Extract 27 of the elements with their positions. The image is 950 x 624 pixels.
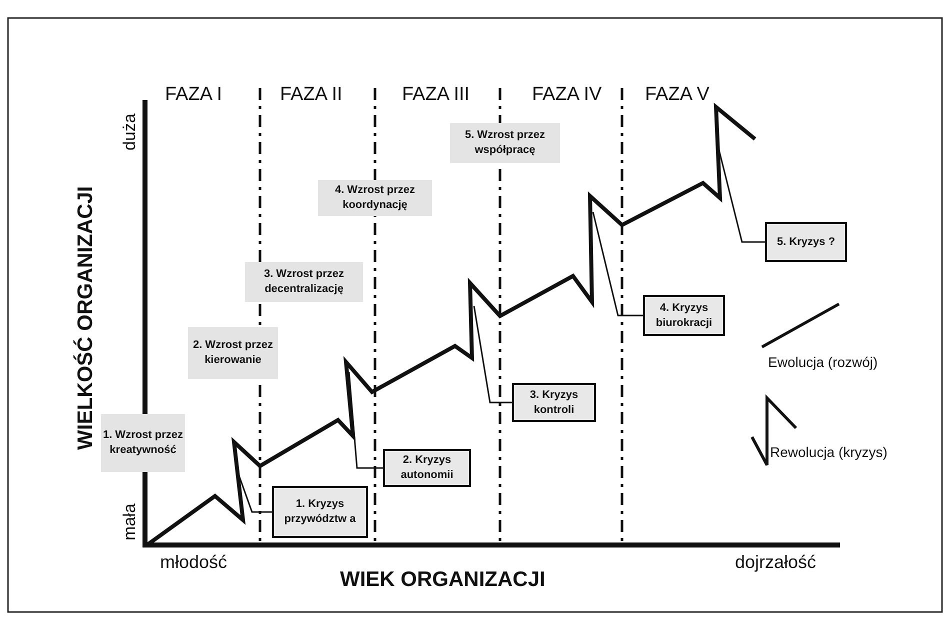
leader-line bbox=[592, 212, 643, 316]
axis-value: dojrzałość bbox=[735, 552, 816, 573]
axis-title: WIELKOŚĆ ORGANIZACJI bbox=[74, 186, 98, 450]
crisis-box: 5. Kryzys ? bbox=[765, 222, 847, 262]
crisis-box: 3. Kryzys kontroli bbox=[512, 383, 596, 422]
legend-label: Rewolucja (kryzys) bbox=[770, 444, 888, 460]
axis-value: mała bbox=[120, 504, 140, 540]
leader-line bbox=[718, 150, 765, 243]
stage-label: 5. Wzrost przez współpracę bbox=[450, 123, 560, 163]
phase-label: FAZA IV bbox=[532, 84, 602, 106]
phase-label: FAZA III bbox=[402, 84, 470, 106]
crisis-box: 4. Kryzys biurokracji bbox=[643, 295, 725, 336]
stage-label: 1. Wzrost przez kreatywność bbox=[101, 414, 185, 472]
stage-label: 3. Wzrost przez decentralizację bbox=[245, 262, 363, 302]
phase-label: FAZA I bbox=[165, 84, 222, 106]
phase-label: FAZA V bbox=[645, 84, 710, 106]
crisis-box: 1. Kryzys przywództw a bbox=[272, 486, 368, 538]
leader-line bbox=[348, 372, 383, 469]
legend-label: Ewolucja (rozwój) bbox=[768, 354, 878, 370]
axis-title: WIEK ORGANIZACJI bbox=[340, 568, 546, 592]
stage-label: 2. Wzrost przez kierowanie bbox=[188, 327, 278, 379]
axis-value: młodość bbox=[160, 552, 228, 573]
phase-label: FAZA II bbox=[280, 84, 342, 106]
crisis-box: 2. Kryzys autonomii bbox=[383, 449, 471, 487]
leader-line bbox=[473, 306, 512, 404]
stage-label: 4. Wzrost przez koordynację bbox=[318, 180, 432, 216]
axis-value: duża bbox=[120, 114, 140, 150]
